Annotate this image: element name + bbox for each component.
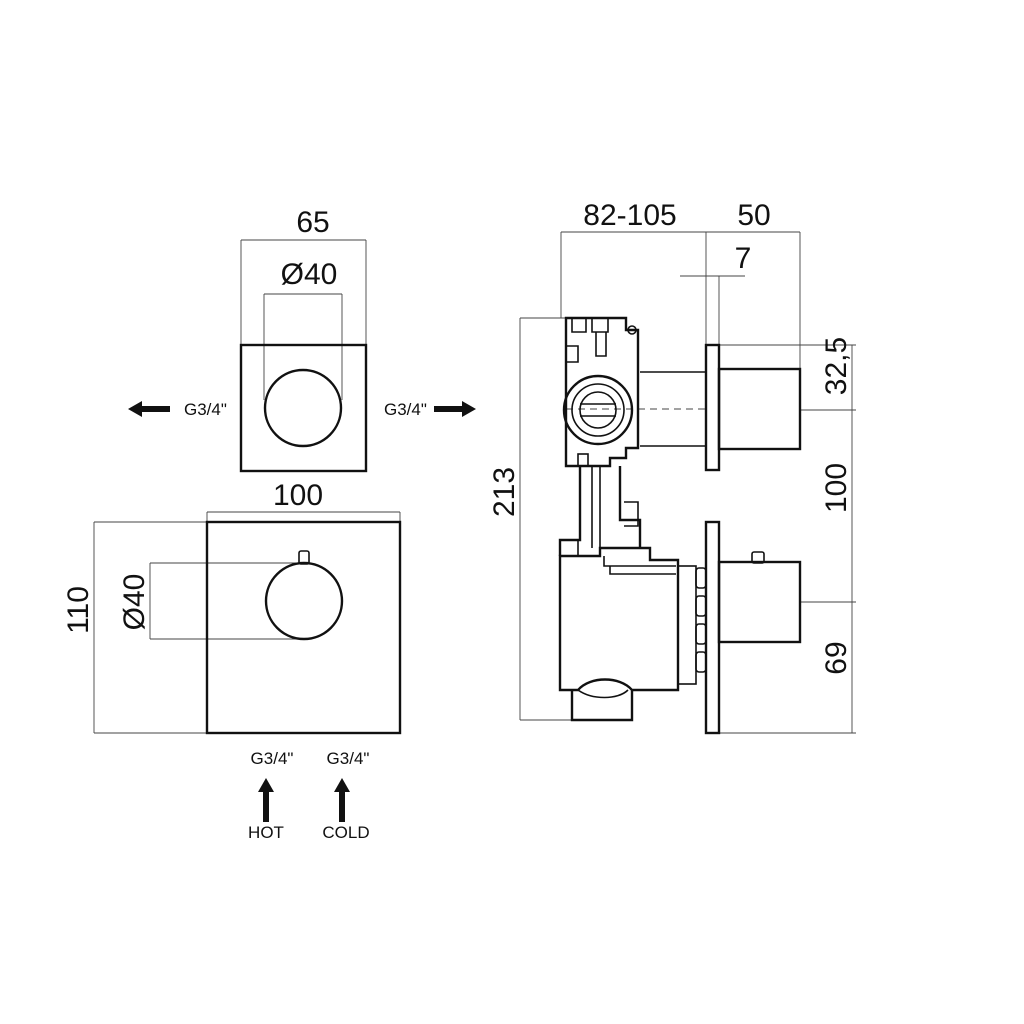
- handle-spacing-dim: 100: [820, 463, 853, 513]
- lower-handle: [717, 560, 802, 644]
- plate-thickness-dim: 7: [735, 242, 752, 275]
- knob-indicator: [298, 550, 310, 565]
- small-cover-plate: [239, 343, 368, 473]
- small-knob-diameter-dim: Ø40: [281, 258, 338, 291]
- top-offset-dim: 32,5: [820, 337, 853, 395]
- lower-handle-indicator: [751, 551, 765, 564]
- front-view-small-plate: 65 Ø40 G3/4" G3/4": [128, 206, 476, 473]
- small-plate-width-dim: 65: [296, 206, 329, 239]
- valve-body-lower: [558, 546, 680, 692]
- cold-port-thread-label: G3/4": [327, 749, 370, 768]
- hot-arrow-icon: [258, 778, 274, 822]
- left-port-arrow-icon: [128, 401, 170, 417]
- valve-outlet: [570, 690, 634, 722]
- large-plate-height-dim: 110: [62, 586, 95, 634]
- bottom-offset-dim: 69: [820, 641, 853, 674]
- right-port-arrow-icon: [434, 401, 476, 417]
- handle-depth-dim: 50: [737, 199, 770, 232]
- small-knob: [263, 368, 343, 448]
- hot-port-thread-label: G3/4": [251, 749, 294, 768]
- hot-label: HOT: [248, 823, 284, 842]
- small-left-port-label: G3/4": [184, 400, 227, 419]
- large-knob-diameter-dim: Ø40: [118, 574, 151, 631]
- upper-handle: [717, 367, 802, 451]
- large-plate-width-dim: 100: [273, 479, 323, 512]
- large-cover-plate: [205, 520, 402, 735]
- valve-body-upper: [564, 316, 640, 468]
- upper-wall-plate: [704, 343, 721, 472]
- front-view-large-plate: 100 110 Ø40 G3/4" HOT G3/4" COLD: [62, 479, 402, 842]
- body-depth-dim: 82-105: [583, 199, 676, 232]
- cold-arrow-icon: [334, 778, 350, 822]
- lower-wall-plate: [704, 520, 721, 735]
- side-view: 82-105 50 7 213 32,5 100 69: [488, 199, 856, 735]
- upper-cartridge-outer: [562, 374, 634, 446]
- large-knob: [264, 561, 344, 641]
- overall-height-dim: 213: [488, 467, 521, 517]
- cold-label: COLD: [322, 823, 369, 842]
- small-right-port-label: G3/4": [384, 400, 427, 419]
